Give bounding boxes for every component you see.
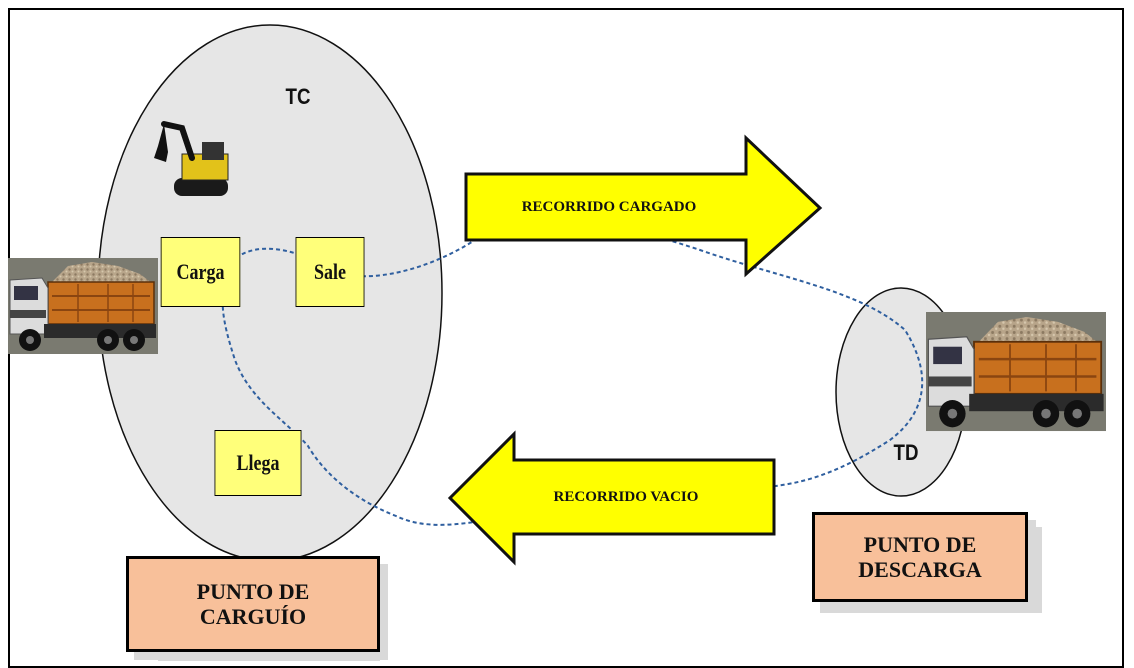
loading-station-line-1: PUNTO DE [196,578,310,604]
loading-station-line-2: CARGUÍO [199,604,307,629]
loaded-route-arrow [464,134,823,278]
step-llega: Llega [214,430,302,496]
unloading-station-box: PUNTO DE DESCARGA [812,512,1028,602]
loading-zone-tag: TC [285,84,311,109]
dump-truck-icon [924,310,1108,433]
unloading-station-line-1: PUNTO DE [863,531,977,557]
unloading-zone-tag: TD [893,440,919,465]
haul-route-line [221,222,924,526]
step-carga: Carga [160,237,241,307]
step-sale: Sale [295,237,365,307]
empty-route-arrow [447,430,776,566]
empty-route-label: RECORRIDO VACIO [553,488,699,505]
excavator-icon [154,121,229,196]
unloading-station-line-2: DESCARGA [858,557,982,582]
loading-station-box: PUNTO DE CARGUÍO [126,556,380,652]
loaded-route-label: RECORRIDO CARGADO [521,198,697,215]
dump-truck-icon [7,257,159,355]
